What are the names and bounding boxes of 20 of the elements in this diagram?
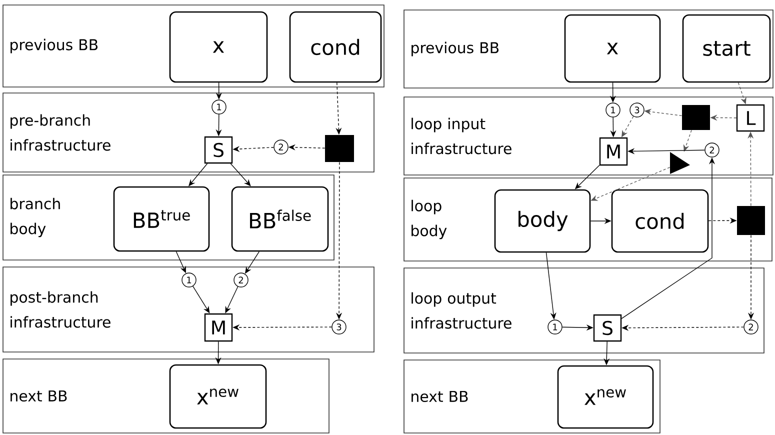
operator-box: S (204, 136, 233, 164)
block-box: BB$^{false}$ (231, 186, 329, 252)
block-box: x$^{new}$ (169, 364, 267, 429)
block-box: x$^{new}$ (557, 365, 654, 429)
arrow (230, 163, 251, 186)
block-box: cond (611, 189, 709, 253)
filled-square (737, 206, 765, 235)
filled-square (682, 105, 710, 130)
operator-box: M (599, 137, 628, 166)
block-box: BB$^{true}$ (113, 186, 210, 252)
filled-square (325, 135, 354, 162)
block-box: x (169, 11, 268, 83)
operator-box: M (204, 313, 233, 342)
filled-triangle (670, 152, 690, 174)
block-box: start (682, 14, 771, 83)
block-box: body (494, 189, 591, 253)
block-box: cond (289, 11, 382, 83)
block-box: x (564, 14, 661, 83)
operator-box: S (593, 314, 622, 342)
operator-box: L (736, 104, 765, 132)
